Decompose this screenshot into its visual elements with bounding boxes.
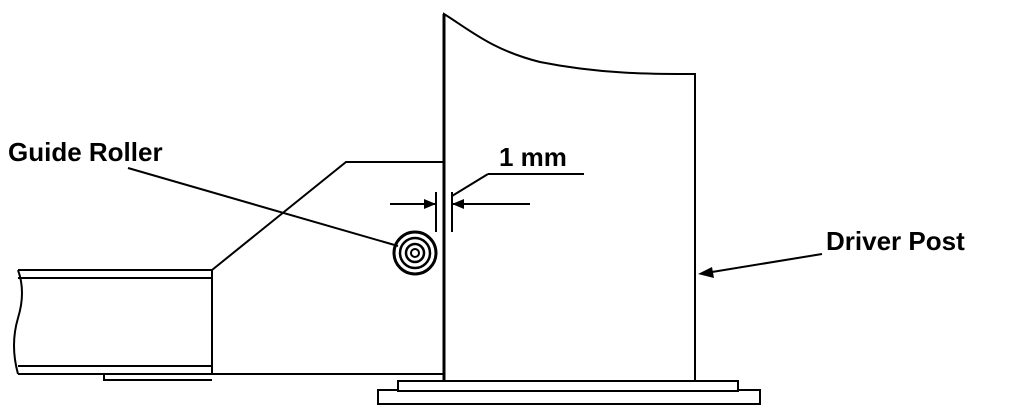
guide-roller-leader <box>127 167 399 247</box>
clearance-label: 1 mm <box>499 142 567 172</box>
base-step <box>397 380 739 392</box>
clearance-dimension <box>390 173 584 232</box>
driver-post <box>443 12 696 382</box>
carriage-arm <box>13 269 213 381</box>
guide-roller-icon <box>392 230 438 276</box>
guide-roller-label: Guide Roller <box>8 137 163 167</box>
base-plate <box>377 389 761 405</box>
driver-post-label: Driver Post <box>826 226 965 256</box>
driver-post-leader <box>698 253 823 278</box>
